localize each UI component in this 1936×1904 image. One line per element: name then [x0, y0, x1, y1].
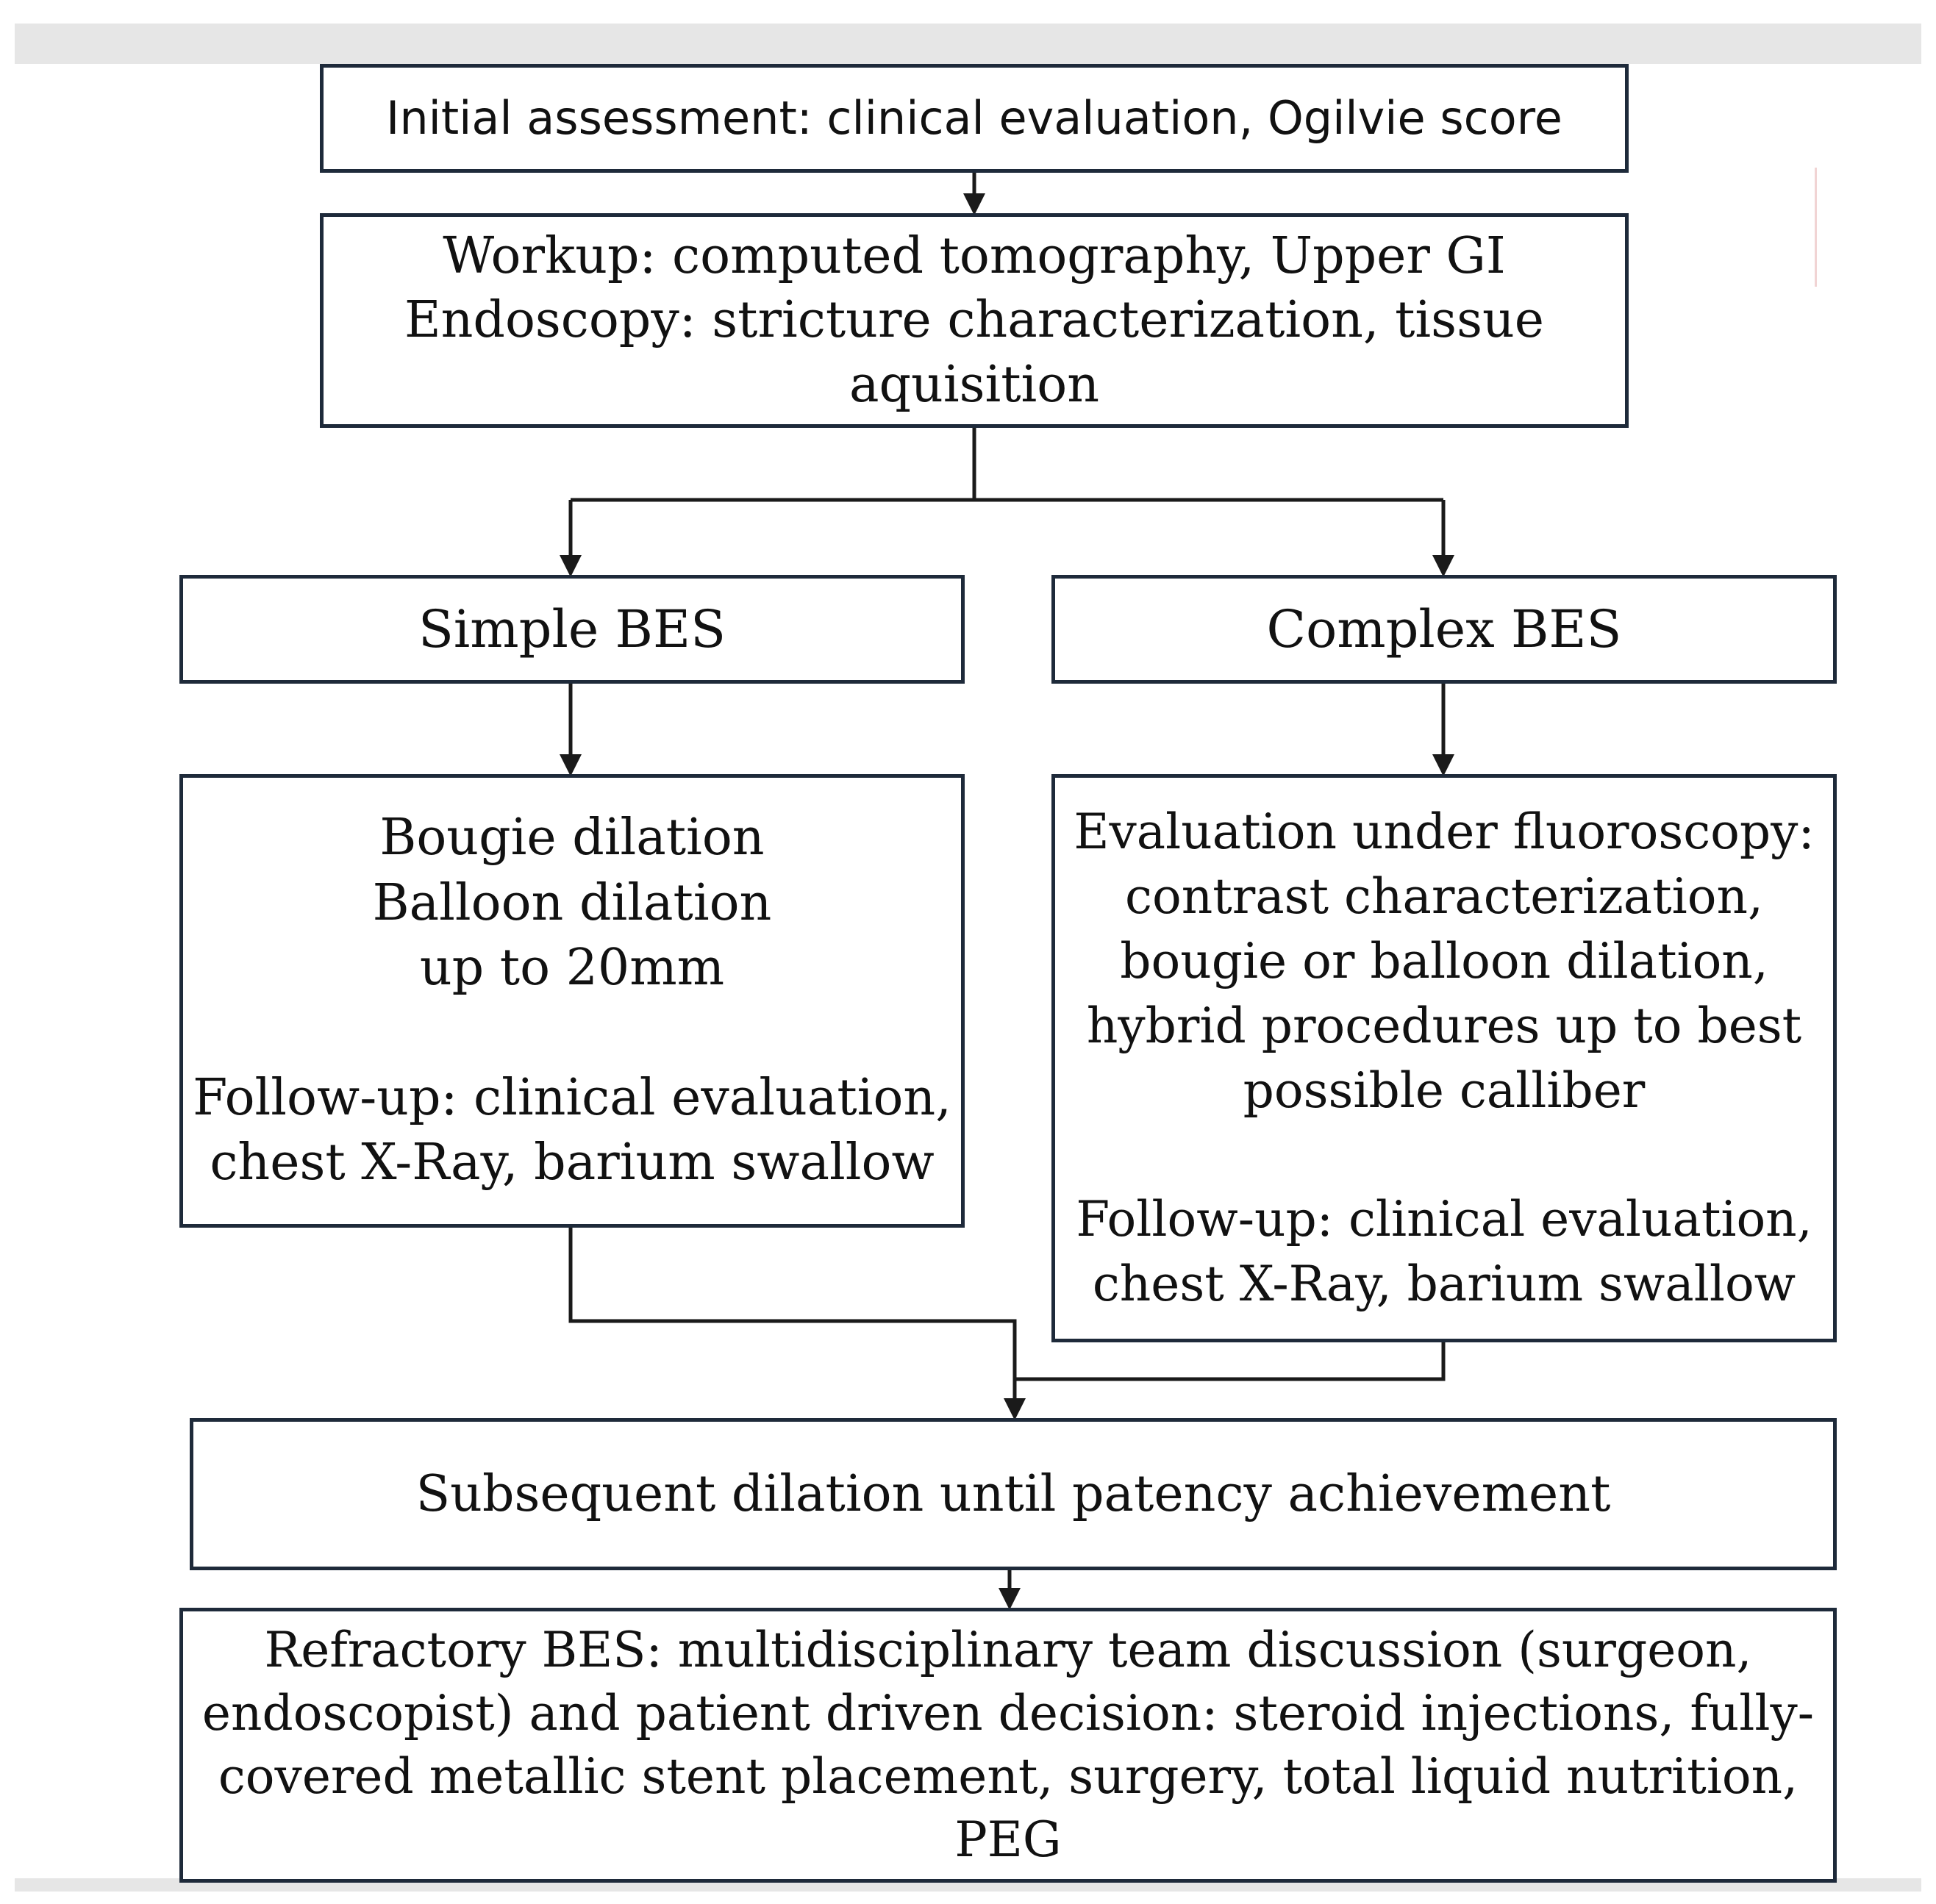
edge-simple-tx-to-subsequent [568, 1228, 1026, 1420]
node-complex-bes: Complex BES [1051, 575, 1837, 684]
node-simple-bes-treatment: Bougie dilation Balloon dilation up to 2… [179, 774, 965, 1228]
node-complex-bes-treatment: Evaluation under fluoroscopy: contrast c… [1051, 774, 1837, 1342]
node-initial-assessment: Initial assessment: clinical evaluation,… [320, 64, 1629, 173]
edge-complex-tx-to-subsequent [1015, 1342, 1446, 1381]
stray-red-line [1815, 168, 1817, 287]
node-workup: Workup: computed tomography, Upper GI En… [320, 213, 1629, 428]
top-gray-band [15, 24, 1921, 64]
node-subsequent-dilation: Subsequent dilation until patency achiev… [190, 1418, 1837, 1570]
node-simple-bes: Simple BES [179, 575, 965, 684]
node-refractory-bes: Refractory BES: multidisciplinary team d… [179, 1608, 1837, 1883]
